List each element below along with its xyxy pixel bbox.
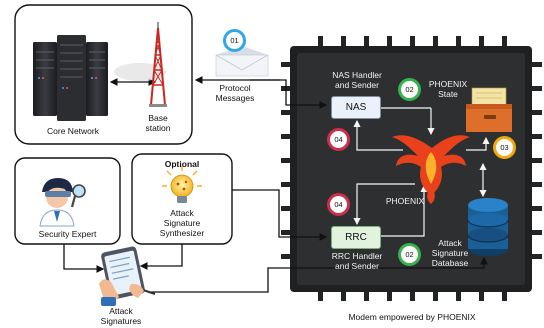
optional-label: Optional — [164, 159, 200, 169]
attack-db-label: Attack Signature Database — [431, 238, 469, 268]
attack-signatures-tablet-icon — [99, 246, 156, 306]
core-network-panel — [14, 4, 193, 145]
phoenix-logo-icon — [392, 135, 470, 204]
phoenix-state-label: PHOENIX State — [428, 79, 468, 99]
rrc-to-phoenix-arrow — [378, 184, 428, 237]
nas-badge-02: 02 — [398, 78, 421, 101]
attack-signatures-label: Attack Signatures — [100, 306, 142, 326]
rrc-badge-02: 02 — [398, 243, 421, 266]
core-network-label: Core Network — [47, 126, 99, 136]
nas-badge-04: 04 — [327, 128, 350, 151]
rrc-handler-label: RRC Handler and Sender — [331, 251, 383, 271]
phoenix-to-nas-arrow — [353, 119, 403, 151]
server-rack-icon — [33, 35, 108, 121]
messages-to-nas-connector — [250, 79, 328, 109]
phoenix-to-rrc-arrow — [353, 183, 415, 226]
base-station-tower-icon — [114, 22, 167, 107]
state-storage-icon — [466, 87, 512, 132]
rrc-module: RRC — [331, 226, 381, 249]
synthesizer-panel — [131, 153, 233, 245]
synthesizer-label: Attack Signature Synthesizer — [159, 208, 205, 238]
modem-caption: Modem empowered by PHOENIX — [348, 312, 476, 322]
phoenix-engine-label: PHOENIX — [385, 196, 425, 206]
expert-to-rrc-connector — [192, 189, 328, 241]
rrc-badge-04: 04 — [327, 193, 350, 216]
envelope-icon — [215, 46, 269, 77]
security-expert-panel — [14, 157, 121, 245]
database-icon — [467, 198, 509, 256]
nas-module: NAS — [331, 96, 381, 119]
protocol-messages-label: Protocol Messages — [215, 83, 255, 103]
protocol-messages-badge: 01 — [223, 29, 246, 52]
synthesizer-to-signatures-connector — [139, 244, 183, 270]
state-badge-03: 03 — [493, 136, 516, 159]
nas-handler-label: NAS Handler and Sender — [332, 70, 382, 90]
expert-to-signatures-connector — [63, 244, 105, 273]
lightbulb-icon — [162, 166, 202, 203]
base-station-label: Base station — [145, 113, 171, 133]
phoenix-to-state-arrow — [466, 136, 490, 151]
security-expert-label: Security Expert — [38, 229, 97, 239]
signatures-to-database-connector — [148, 256, 488, 293]
security-expert-icon — [39, 178, 86, 227]
